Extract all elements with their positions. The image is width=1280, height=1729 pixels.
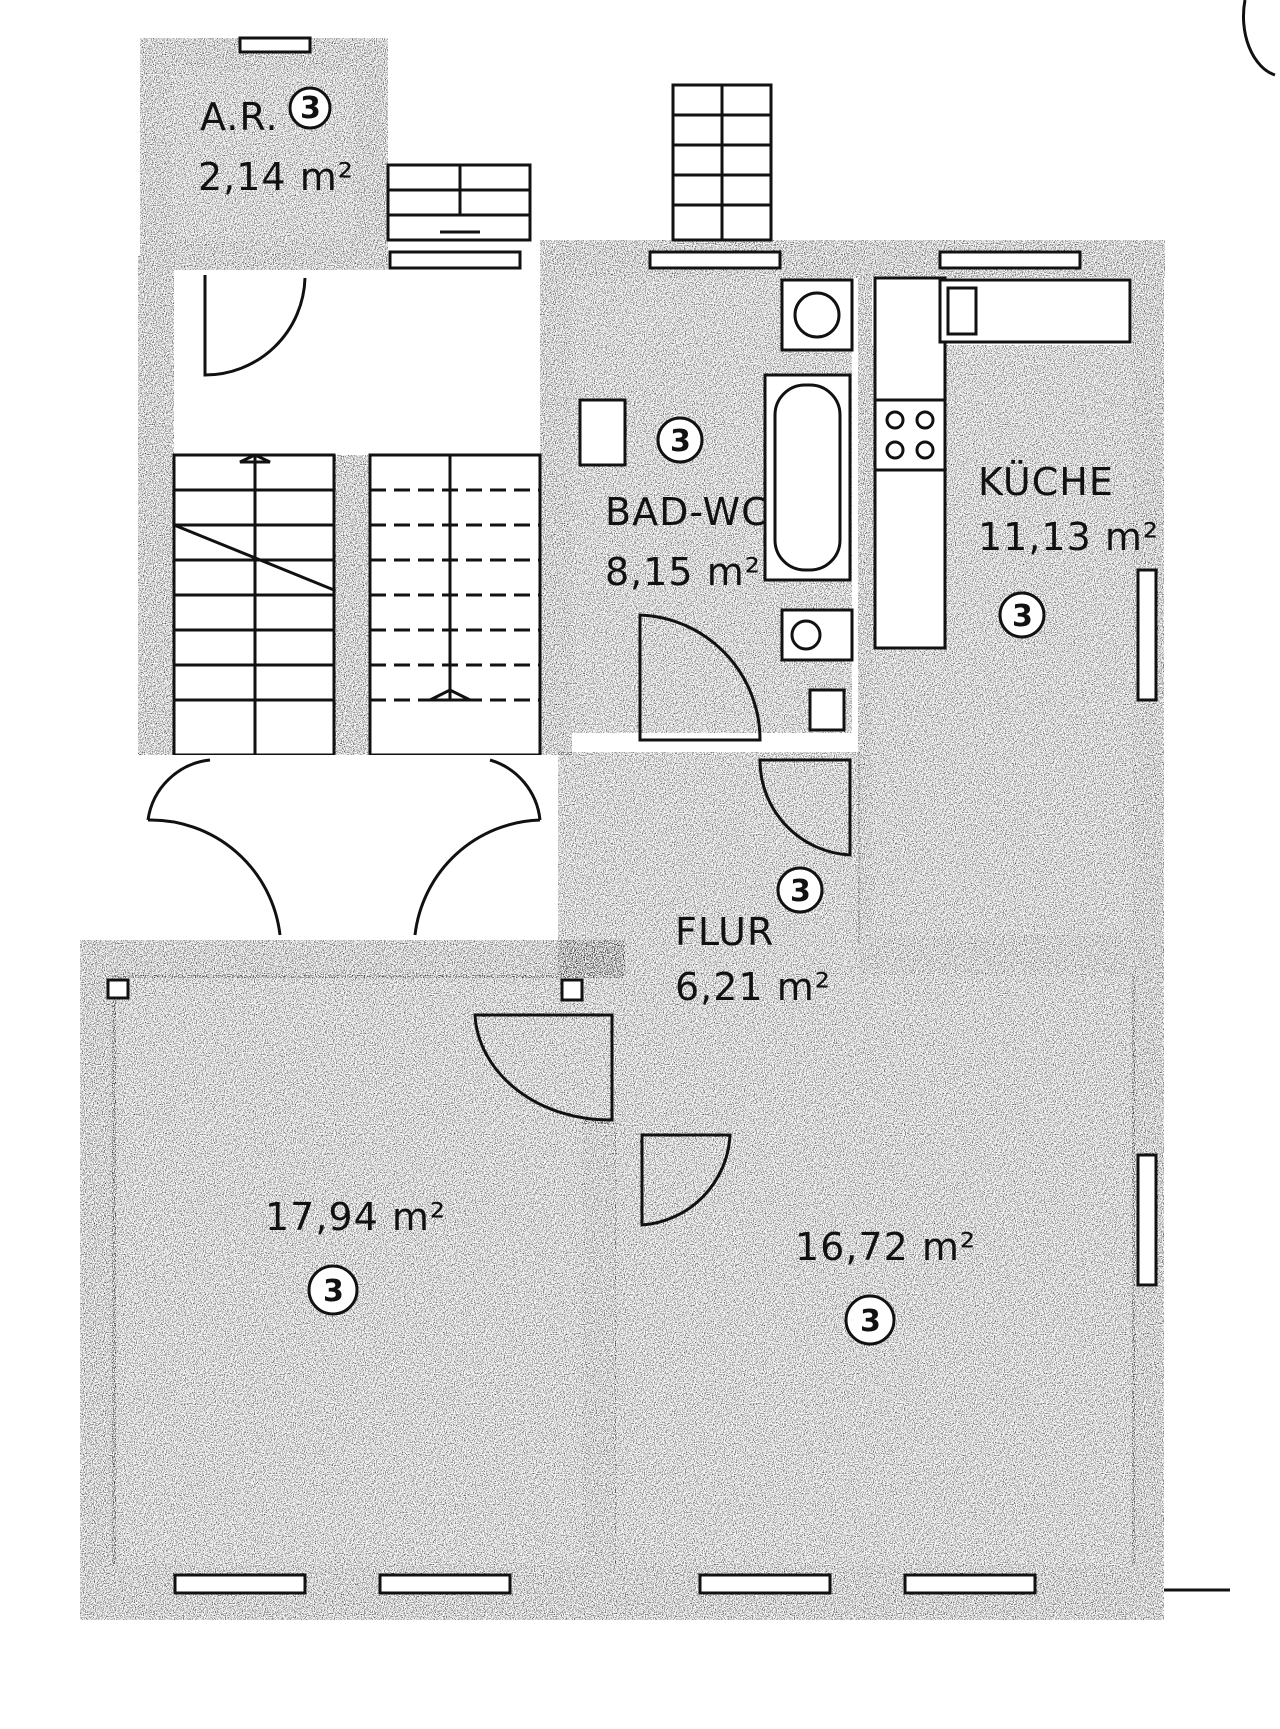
marker-circle	[776, 866, 824, 914]
north-arrow-arc	[1242, 0, 1276, 77]
marker-circle	[998, 591, 1046, 639]
wall-stair-center	[335, 455, 369, 755]
wall-kitchen-bath	[858, 278, 872, 943]
window-kitchen-side	[1136, 568, 1158, 702]
room-marker: 3	[670, 424, 691, 459]
room-name: KÜCHE	[978, 460, 1114, 504]
room-marker: 3	[323, 1274, 344, 1309]
wall-stair-left	[138, 255, 174, 755]
window-stair	[388, 250, 522, 270]
interior-doors	[106, 613, 852, 1227]
room-area: 17,94 m²	[265, 1195, 446, 1239]
room-marker: 3	[860, 1304, 881, 1339]
room-marker: 3	[300, 91, 321, 126]
room-area: 8,15 m²	[605, 550, 761, 594]
window-kitchen	[938, 250, 1082, 270]
bath-fixtures	[578, 278, 854, 732]
chimney	[671, 83, 773, 242]
window-bottom-4	[903, 1573, 1037, 1595]
room-flur: FLUR 6,21 m² 3	[675, 866, 831, 1009]
marker-circle	[656, 416, 704, 464]
room-marker: 3	[1012, 599, 1033, 634]
window-bottom-2	[378, 1573, 512, 1595]
marker-circle	[288, 86, 332, 130]
room-ar: A.R. 2,14 m² 3	[198, 86, 354, 199]
window-ar	[238, 36, 312, 54]
room-area: 6,21 m²	[675, 965, 831, 1009]
room-right: 16,72 m² 3	[795, 1225, 976, 1346]
windows	[173, 36, 1158, 1595]
stove	[873, 398, 947, 472]
room-fill-right	[615, 975, 1135, 1565]
room-marker: 3	[790, 874, 811, 909]
kitchen-fixtures	[873, 276, 1132, 650]
room-name: BAD-WC	[605, 490, 769, 534]
wall-between-rooms	[582, 1120, 616, 1620]
room-kueche: KÜCHE 11,13 m² 3	[978, 460, 1159, 639]
window-bottom-3	[698, 1573, 832, 1595]
room-area: 11,13 m²	[978, 515, 1159, 559]
window-bath	[648, 250, 782, 270]
room-name: A.R.	[200, 95, 279, 139]
wall-right	[1132, 240, 1164, 1590]
toilet	[578, 398, 627, 467]
window-right-side	[1136, 1153, 1158, 1287]
room-name: FLUR	[675, 910, 774, 954]
room-left: 17,94 m² 3	[265, 1195, 446, 1316]
marker-circle	[307, 1264, 359, 1316]
outdoor-steps	[386, 163, 532, 242]
marker-circle	[844, 1294, 896, 1346]
room-bad-wc: BAD-WC 8,15 m² 3	[605, 416, 769, 594]
wall-left	[80, 940, 116, 1620]
entrance-hall	[140, 275, 555, 940]
room-area: 2,14 m²	[198, 155, 354, 199]
room-labels: A.R. 2,14 m² 3 BAD-WC 8,15 m² 3 KÜCHE 11…	[198, 86, 1159, 1346]
window-bottom-1	[173, 1573, 307, 1595]
wall-left-room-top	[80, 940, 625, 978]
room-area: 16,72 m²	[795, 1225, 976, 1269]
wall-kitchen-bottom	[860, 935, 1164, 975]
